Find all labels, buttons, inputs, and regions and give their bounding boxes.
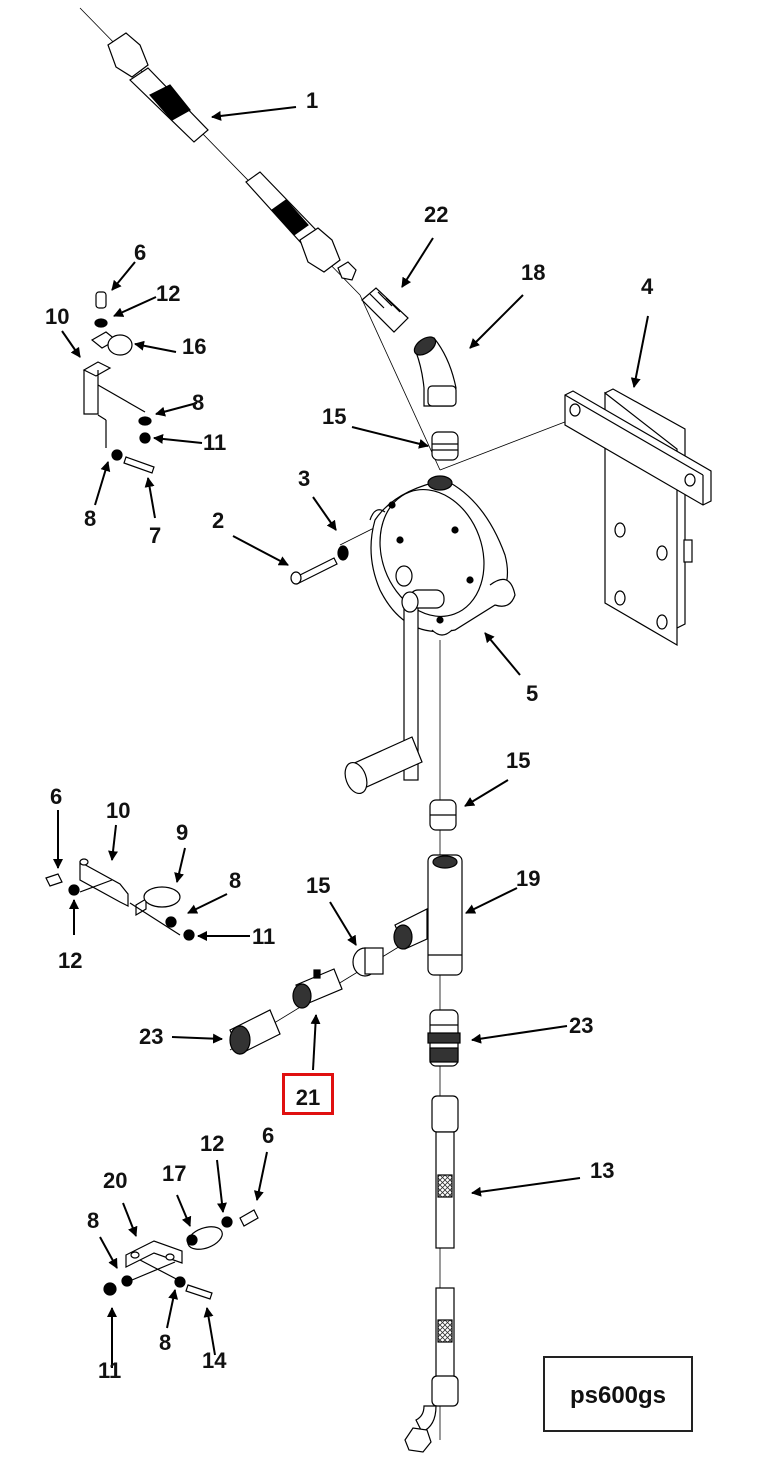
part-2-bolt-and-part-3-washer xyxy=(290,545,349,585)
label-part-3[interactable]: 3 xyxy=(298,466,311,491)
label-part-11[interactable]: 11 xyxy=(252,924,276,949)
label-part-8[interactable]: 8 xyxy=(159,1330,172,1355)
label-part-5[interactable]: 5 xyxy=(526,681,539,706)
part-19-tee xyxy=(393,854,463,976)
label-part-4[interactable]: 4 xyxy=(641,274,654,299)
part-1-upper-hose xyxy=(107,32,357,281)
label-part-19[interactable]: 19 xyxy=(516,866,541,891)
leader-arrows xyxy=(53,106,649,1368)
label-part-12[interactable]: 12 xyxy=(200,1131,225,1156)
label-part-23[interactable]: 23 xyxy=(569,1013,594,1038)
part-4-bracket-plate xyxy=(564,388,712,647)
label-part-12[interactable]: 12 xyxy=(58,948,83,973)
label-part-18[interactable]: 18 xyxy=(521,260,546,285)
hardware-group-upper-left xyxy=(82,291,155,474)
part-23-adapter-right xyxy=(427,1009,461,1067)
part-21-valve xyxy=(292,968,343,1009)
label-part-12[interactable]: 12 xyxy=(156,281,181,306)
label-part-17[interactable]: 17 xyxy=(162,1161,187,1186)
part-15-fitting-middle xyxy=(429,799,457,831)
part-13-lower-hose xyxy=(404,1095,459,1453)
label-part-13[interactable]: 13 xyxy=(590,1158,615,1183)
label-part-15[interactable]: 15 xyxy=(322,404,347,429)
part-18-elbow xyxy=(413,336,457,407)
label-part-7[interactable]: 7 xyxy=(149,523,162,548)
label-part-22[interactable]: 22 xyxy=(424,202,449,227)
part-23-adapter-left xyxy=(229,1009,281,1055)
part-22-coupler xyxy=(361,287,409,333)
hardware-group-middle-left xyxy=(45,858,195,941)
label-part-10[interactable]: 10 xyxy=(106,798,131,823)
model-code-box: ps600gs xyxy=(543,1356,693,1432)
label-part-6[interactable]: 6 xyxy=(50,784,63,809)
label-part-6[interactable]: 6 xyxy=(134,240,147,265)
label-part-21: 21 xyxy=(295,1085,321,1110)
hardware-group-lower-left xyxy=(103,1209,259,1300)
label-part-6[interactable]: 6 xyxy=(262,1123,275,1148)
label-part-8[interactable]: 8 xyxy=(87,1208,100,1233)
label-part-1[interactable]: 1 xyxy=(306,88,319,113)
label-part-10[interactable]: 10 xyxy=(45,304,70,329)
label-part-8[interactable]: 8 xyxy=(229,868,242,893)
label-part-2[interactable]: 2 xyxy=(212,508,225,533)
label-part-11[interactable]: 11 xyxy=(203,430,227,455)
label-part-15[interactable]: 15 xyxy=(306,873,331,898)
label-part-16[interactable]: 16 xyxy=(182,334,207,359)
axis-line-bracket xyxy=(439,419,571,471)
label-part-9[interactable]: 9 xyxy=(176,820,189,845)
label-part-14[interactable]: 14 xyxy=(202,1348,227,1373)
part-15-fitting-top xyxy=(431,431,459,461)
highlighted-part-21-callout[interactable]: 21 xyxy=(282,1073,334,1115)
label-part-15[interactable]: 15 xyxy=(506,748,531,773)
part-5-pump xyxy=(344,475,516,795)
label-part-8[interactable]: 8 xyxy=(192,390,205,415)
label-part-11[interactable]: 11 xyxy=(98,1358,122,1383)
part-15-fitting-left xyxy=(352,947,384,977)
model-code: ps600gs xyxy=(569,1382,667,1409)
label-part-20[interactable]: 20 xyxy=(103,1168,128,1193)
label-part-8[interactable]: 8 xyxy=(84,506,97,531)
label-part-23[interactable]: 23 xyxy=(139,1024,164,1049)
